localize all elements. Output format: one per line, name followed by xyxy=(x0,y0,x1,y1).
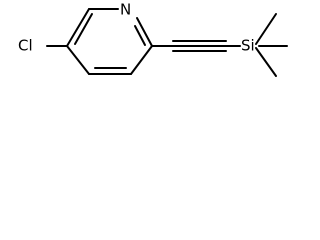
trimethylsilyl-group xyxy=(225,13,288,77)
silicon-label: Si xyxy=(241,37,255,55)
chlorine-label: Cl xyxy=(18,37,33,55)
ethynyl-linker xyxy=(151,40,227,52)
chemical-structure: Cl N Si xyxy=(18,1,288,77)
nitrogen-label: N xyxy=(120,1,131,19)
pyridine-ring xyxy=(66,8,153,75)
